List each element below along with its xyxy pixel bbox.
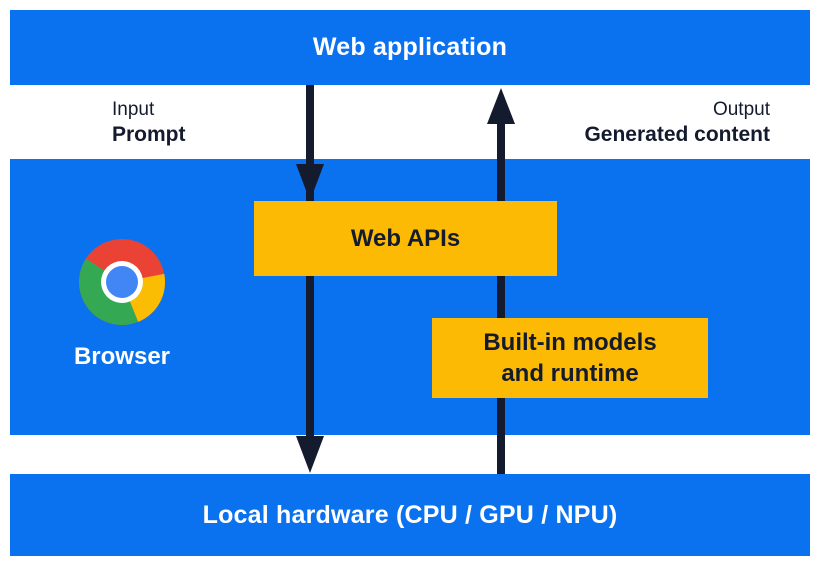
output-label: Output — [712, 99, 770, 120]
local-hardware-label: Local hardware (CPU / GPU / NPU) — [202, 500, 618, 529]
input-label: Input — [112, 99, 155, 120]
arrow-down-head-hardware-icon — [296, 436, 324, 473]
local-hardware-bar: Local hardware (CPU / GPU / NPU) — [10, 474, 810, 556]
web-application-label: Web application — [312, 33, 508, 61]
web-apis-box: Web APIs — [254, 201, 557, 276]
builtin-models-label-line1: Built-in models — [483, 329, 657, 356]
web-apis-label: Web APIs — [350, 225, 461, 252]
builtin-models-label-line2: and runtime — [501, 360, 639, 387]
arrow-up-head-icon — [487, 88, 515, 124]
web-application-bar: Web application — [10, 10, 810, 85]
browser-label: Browser — [73, 343, 171, 370]
arrow-up-icon — [497, 122, 505, 474]
chrome-browser-icon — [79, 239, 165, 325]
input-label-block: Input Prompt — [112, 97, 186, 148]
builtin-models-box: Built-in models and runtime — [432, 318, 708, 398]
input-value-label: Prompt — [112, 123, 186, 146]
output-value-label: Generated content — [584, 123, 770, 146]
output-label-block: Output Generated content — [584, 97, 770, 148]
arrow-down-head-web-apis-icon — [296, 164, 324, 201]
